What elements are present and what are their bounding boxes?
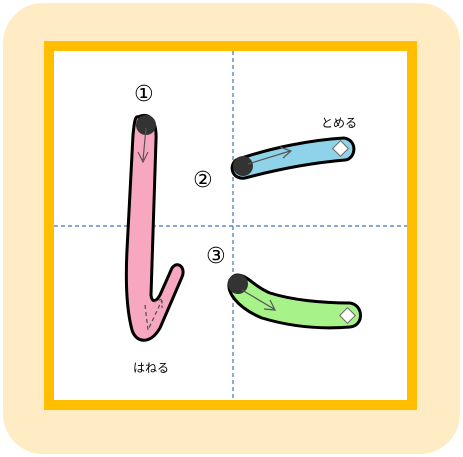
stroke-3-tome-mark bbox=[339, 307, 356, 324]
stroke-1-direction-arrow bbox=[142, 127, 147, 161]
stroke-2-number: ② bbox=[193, 168, 213, 193]
stroke-2-shape bbox=[230, 136, 356, 180]
stroke-3-arrow-head bbox=[263, 299, 277, 311]
stroke-1-hane-arrow-head bbox=[153, 298, 163, 308]
stroke-1-hane-arrow bbox=[144, 299, 163, 333]
hane-label: はねる bbox=[133, 361, 169, 375]
tome-label: とめる bbox=[321, 116, 357, 130]
stroke-3-start-dot bbox=[228, 274, 248, 294]
stroke-2-arrow-head bbox=[279, 146, 293, 159]
stroke-3-number: ③ bbox=[206, 244, 226, 269]
stroke-1-number: ① bbox=[134, 82, 154, 107]
stroke-1-shape bbox=[124, 114, 185, 342]
stroke-2-start-dot bbox=[233, 156, 253, 176]
stroke-2-direction-arrow bbox=[247, 150, 291, 165]
stroke-1-arrow-head bbox=[137, 151, 149, 164]
stroke-3-direction-arrow bbox=[241, 289, 275, 310]
stroke-2-tome-mark bbox=[332, 140, 349, 157]
stroke-1-start-dot bbox=[136, 115, 156, 135]
